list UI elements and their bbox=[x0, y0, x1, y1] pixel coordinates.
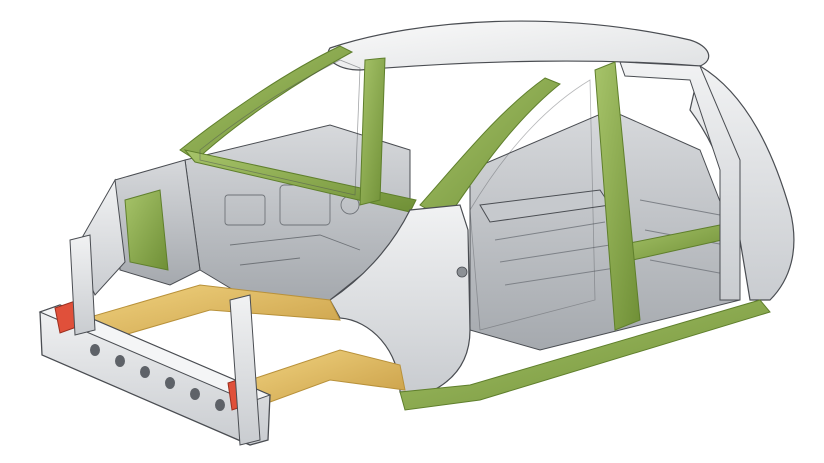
windshield-opening bbox=[199, 59, 361, 196]
inner-pillar bbox=[359, 57, 386, 206]
front-door-opening bbox=[469, 79, 596, 331]
bumper-beam-top bbox=[38, 304, 272, 403]
radiator-support-left bbox=[69, 234, 96, 336]
fender-hole bbox=[456, 266, 468, 278]
bumper-holes bbox=[90, 344, 225, 411]
shock-tower-green bbox=[124, 189, 169, 271]
front-fender bbox=[329, 204, 471, 393]
b-pillar bbox=[594, 61, 641, 331]
radiator-support-right bbox=[229, 294, 261, 446]
a-pillar-left bbox=[179, 45, 354, 161]
side-sill bbox=[399, 299, 771, 411]
rear-door-frame bbox=[619, 61, 741, 301]
a-pillar-right bbox=[419, 77, 561, 221]
front-rail-lower bbox=[249, 349, 406, 406]
